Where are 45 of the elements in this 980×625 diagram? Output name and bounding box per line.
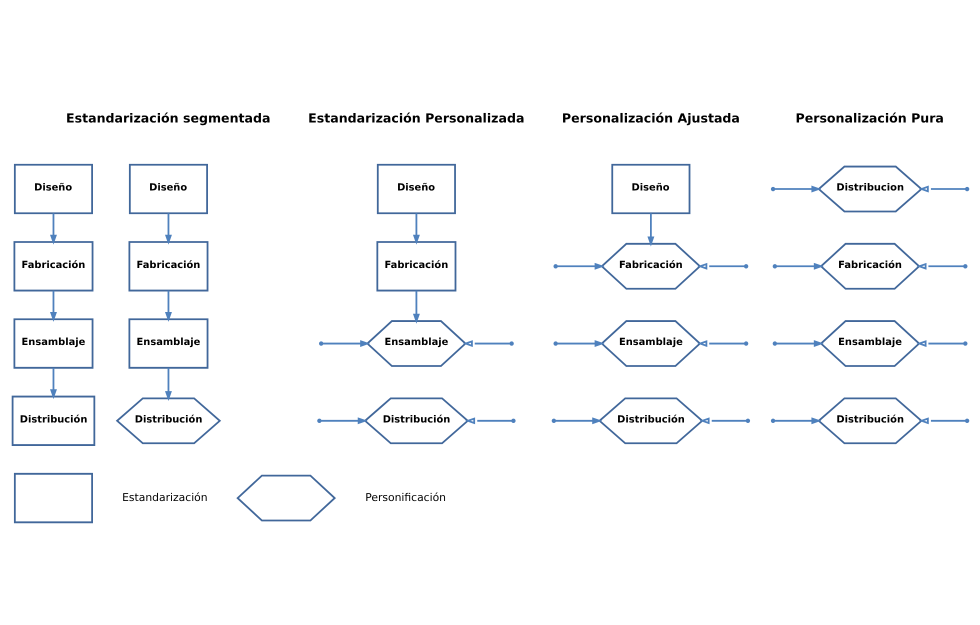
arrow bbox=[556, 262, 604, 270]
label: Estandarización Personalizada bbox=[308, 110, 524, 125]
arrow bbox=[776, 340, 824, 346]
legend-label: Estandarización bbox=[122, 490, 208, 504]
arrow bbox=[916, 262, 964, 270]
node-box: Ensamblaje bbox=[128, 318, 208, 368]
arrow bbox=[50, 367, 56, 399]
arrow bbox=[774, 185, 821, 192]
arrow bbox=[164, 290, 172, 322]
arrow bbox=[699, 416, 746, 424]
arrow bbox=[164, 367, 172, 400]
arrow bbox=[464, 416, 512, 424]
arrow bbox=[776, 262, 824, 270]
node-box bbox=[13, 472, 92, 523]
node-box: Fabricación bbox=[13, 240, 93, 291]
arrow bbox=[164, 212, 172, 244]
node-box: Distribución bbox=[11, 395, 95, 446]
arrow bbox=[556, 340, 604, 347]
arrow bbox=[696, 340, 744, 346]
arrow bbox=[320, 416, 368, 424]
arrow bbox=[918, 185, 966, 192]
legend-label: Personificación bbox=[364, 490, 446, 504]
node-box: Fabricación bbox=[128, 240, 208, 291]
arrow bbox=[412, 290, 420, 324]
arrow bbox=[462, 340, 510, 346]
arrow bbox=[916, 340, 964, 346]
node-box: Ensamblaje bbox=[13, 318, 93, 368]
arrow bbox=[918, 416, 966, 424]
arrow bbox=[774, 416, 821, 424]
node-box: Diseño bbox=[376, 163, 456, 214]
arrow bbox=[696, 262, 744, 270]
arrow bbox=[50, 290, 56, 322]
label: Estandarización segmentada bbox=[66, 110, 270, 125]
arrow bbox=[322, 340, 370, 347]
node-box: Fabricación bbox=[376, 240, 456, 291]
label: Personalización Ajustada bbox=[561, 110, 740, 125]
arrow bbox=[412, 212, 420, 244]
arrow bbox=[50, 212, 56, 244]
node-box: Diseño bbox=[610, 163, 690, 214]
arrow bbox=[554, 416, 602, 424]
node-hexagon bbox=[236, 474, 336, 521]
arrow bbox=[646, 212, 654, 246]
node-box: Diseño bbox=[128, 163, 208, 214]
node-box: Diseño bbox=[13, 163, 92, 214]
label: Personalización Pura bbox=[795, 110, 944, 125]
